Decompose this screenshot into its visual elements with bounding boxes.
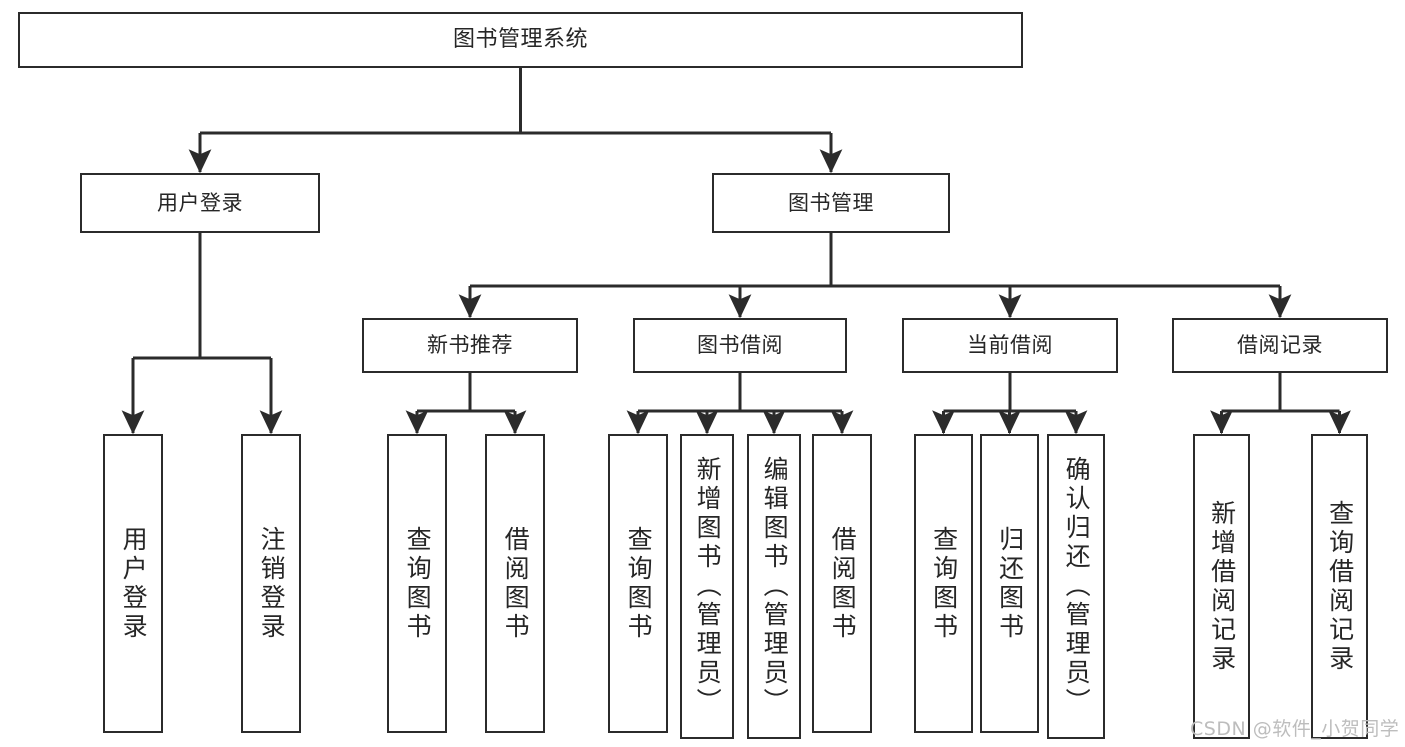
node-b_add[interactable]: 新增图书（管理员） [680,434,734,739]
node-label: 查询图书 [929,525,959,642]
node-label: 查询图书 [403,525,433,642]
node-label: 图书管理系统 [452,27,588,53]
node-label: 新增图书（管理员） [693,456,723,717]
node-label: 借阅记录 [1237,333,1323,358]
node-root[interactable]: 图书管理系统 [18,12,1023,68]
node-n_query[interactable]: 查询图书 [387,434,447,733]
node-label: 借阅图书 [501,525,531,642]
node-l_login[interactable]: 用户登录 [103,434,163,733]
node-login[interactable]: 用户登录 [80,173,320,233]
node-r_query[interactable]: 查询借阅记录 [1311,434,1368,739]
node-label: 确认归还（管理员） [1062,456,1092,717]
node-label: 当前借阅 [967,333,1053,358]
node-r_add[interactable]: 新增借阅记录 [1193,434,1250,739]
node-label: 借阅图书 [828,525,858,642]
node-label: 归还图书 [995,525,1025,642]
node-label: 注销登录 [257,525,287,642]
node-current[interactable]: 当前借阅 [902,318,1118,373]
node-c_query[interactable]: 查询图书 [914,434,973,733]
node-label: 查询借阅记录 [1325,499,1355,674]
node-bookmgmt[interactable]: 图书管理 [712,173,950,233]
csdn-watermark: CSDN @软件_小贺同学 [1190,718,1400,740]
node-c_return[interactable]: 归还图书 [980,434,1039,733]
node-records[interactable]: 借阅记录 [1172,318,1388,373]
node-label: 用户登录 [157,190,243,215]
node-b_query[interactable]: 查询图书 [608,434,668,733]
node-label: 编辑图书（管理员） [760,456,790,717]
node-b_lend[interactable]: 借阅图书 [812,434,872,733]
node-l_logout[interactable]: 注销登录 [241,434,301,733]
node-n_borrow[interactable]: 借阅图书 [485,434,545,733]
node-c_confirm[interactable]: 确认归还（管理员） [1047,434,1105,739]
node-newbook[interactable]: 新书推荐 [362,318,578,373]
node-label: 图书管理 [788,190,874,215]
node-label: 新书推荐 [427,333,513,358]
node-label: 查询图书 [624,525,654,642]
node-borrow[interactable]: 图书借阅 [633,318,847,373]
node-b_edit[interactable]: 编辑图书（管理员） [747,434,801,739]
node-label: 图书借阅 [697,333,783,358]
node-label: 新增借阅记录 [1207,499,1237,674]
node-label: 用户登录 [119,525,149,642]
